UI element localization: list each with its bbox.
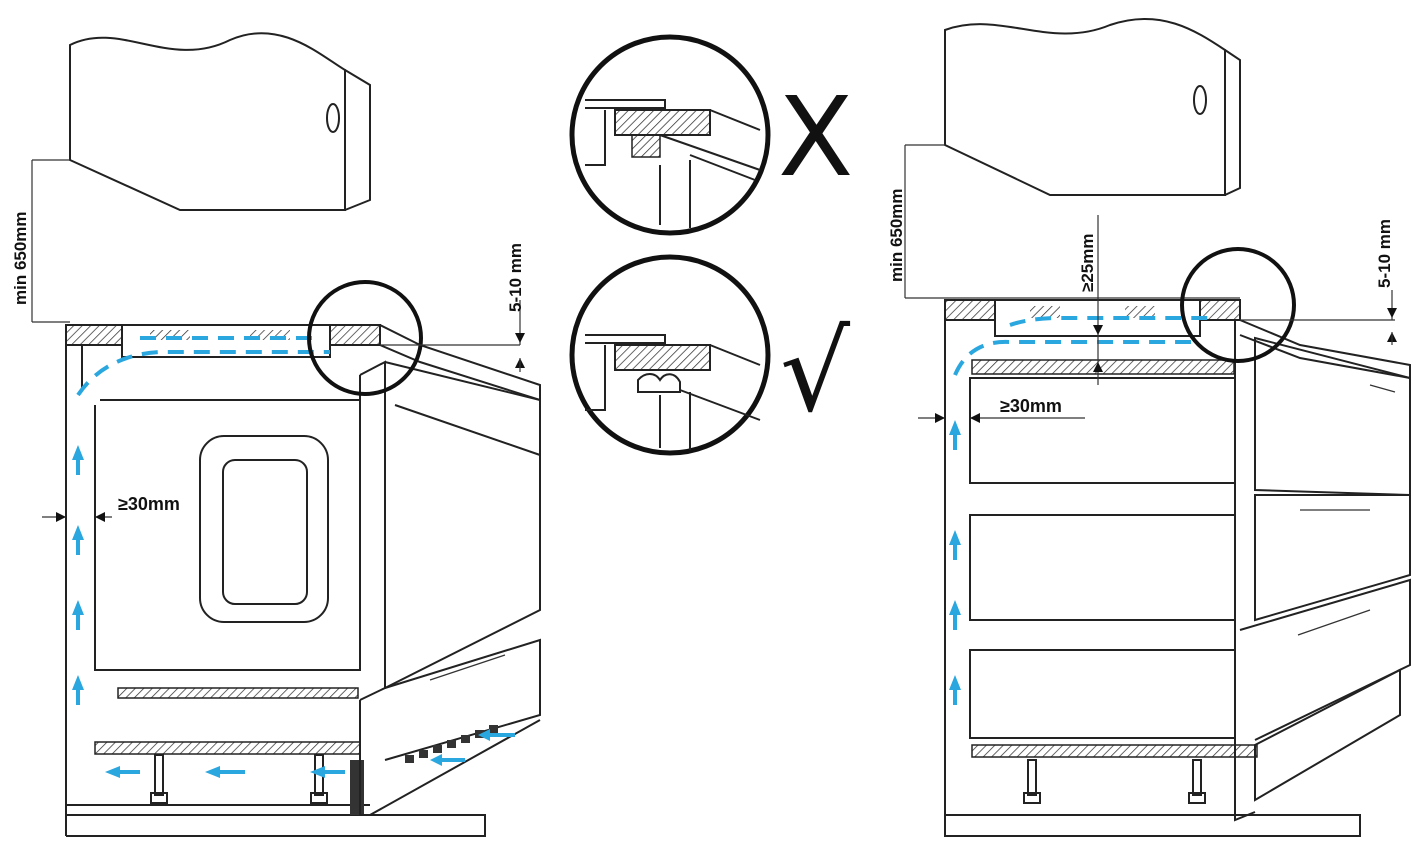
left-panel: min 650mm [11, 32, 541, 837]
right-gap-label: 5-10 mm [1375, 219, 1394, 288]
left-detail-circle [307, 280, 423, 396]
detail-wrong: X [569, 34, 853, 236]
right-top-gap-dimension: ≥25mm [1078, 215, 1103, 385]
right-detail-circle [1180, 247, 1296, 363]
left-airflow [72, 336, 515, 778]
right-gap-dimension: 5-10 mm [1240, 219, 1397, 345]
left-side-gap: ≥30mm [42, 494, 180, 522]
left-gap-label: 5-10 mm [506, 243, 525, 312]
detail-right: √ [569, 254, 851, 456]
right-side-gap-label: ≥30mm [1000, 396, 1062, 416]
left-wall-cabinet [69, 32, 371, 211]
left-vent-grille [405, 725, 498, 763]
left-oven-window [199, 435, 329, 623]
right-height-label: min 650mm [887, 188, 906, 282]
right-side-gap: ≥30mm [918, 396, 1085, 423]
left-side-gap-label: ≥30mm [118, 494, 180, 514]
right-height-dimension: min 650mm [887, 144, 1240, 299]
left-oven-body [359, 360, 541, 816]
right-base-cabinet [944, 320, 1411, 837]
detail-wrong-mark: X [778, 73, 853, 201]
left-base-cabinet [65, 345, 486, 837]
right-airflow [949, 316, 1210, 705]
right-wall-cabinet [944, 17, 1241, 196]
left-gap-dimension: 5-10 mm [380, 243, 525, 372]
right-panel: min 650mm [887, 17, 1411, 837]
left-height-label: min 650mm [11, 211, 30, 305]
detail-right-mark: √ [780, 308, 851, 436]
left-height-dimension: min 650mm [11, 159, 70, 323]
right-top-gap-label: ≥25mm [1078, 234, 1097, 292]
